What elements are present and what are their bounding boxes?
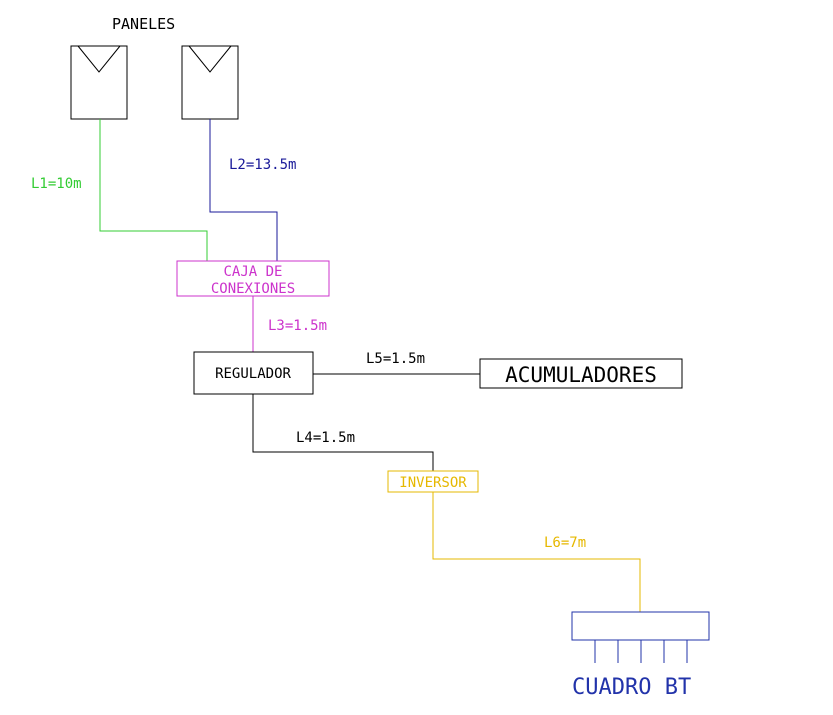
label-l1: L1=10m bbox=[31, 176, 82, 192]
cable-l6 bbox=[432, 492, 641, 612]
cable-l2 bbox=[209, 119, 278, 261]
label-l3: L3=1.5m bbox=[268, 318, 327, 334]
batteries-box: ACUMULADORES bbox=[479, 358, 683, 389]
solar-panel-1 bbox=[70, 45, 128, 120]
distribution-board bbox=[571, 611, 710, 663]
label-l2: L2=13.5m bbox=[229, 157, 296, 173]
cable-l1 bbox=[99, 119, 208, 261]
junction-box: CAJA DE CONEXIONES bbox=[176, 260, 330, 297]
cable-l4 bbox=[252, 394, 434, 471]
junction-box-label-line2: CONEXIONES bbox=[211, 281, 295, 297]
label-l4: L4=1.5m bbox=[296, 430, 355, 446]
solar-panel-2 bbox=[181, 45, 239, 120]
panels-title: PANELES bbox=[112, 15, 175, 33]
regulator-box: REGULADOR bbox=[193, 351, 314, 395]
inverter-box: INVERSOR bbox=[387, 470, 479, 493]
label-l5: L5=1.5m bbox=[366, 351, 425, 367]
inverter-label: INVERSOR bbox=[399, 475, 467, 491]
regulator-label: REGULADOR bbox=[215, 366, 291, 382]
junction-box-label-line1: CAJA DE bbox=[223, 264, 282, 280]
distribution-board-label: CUADRO BT bbox=[572, 675, 691, 700]
label-l6: L6=7m bbox=[544, 535, 586, 551]
batteries-label: ACUMULADORES bbox=[505, 363, 657, 387]
